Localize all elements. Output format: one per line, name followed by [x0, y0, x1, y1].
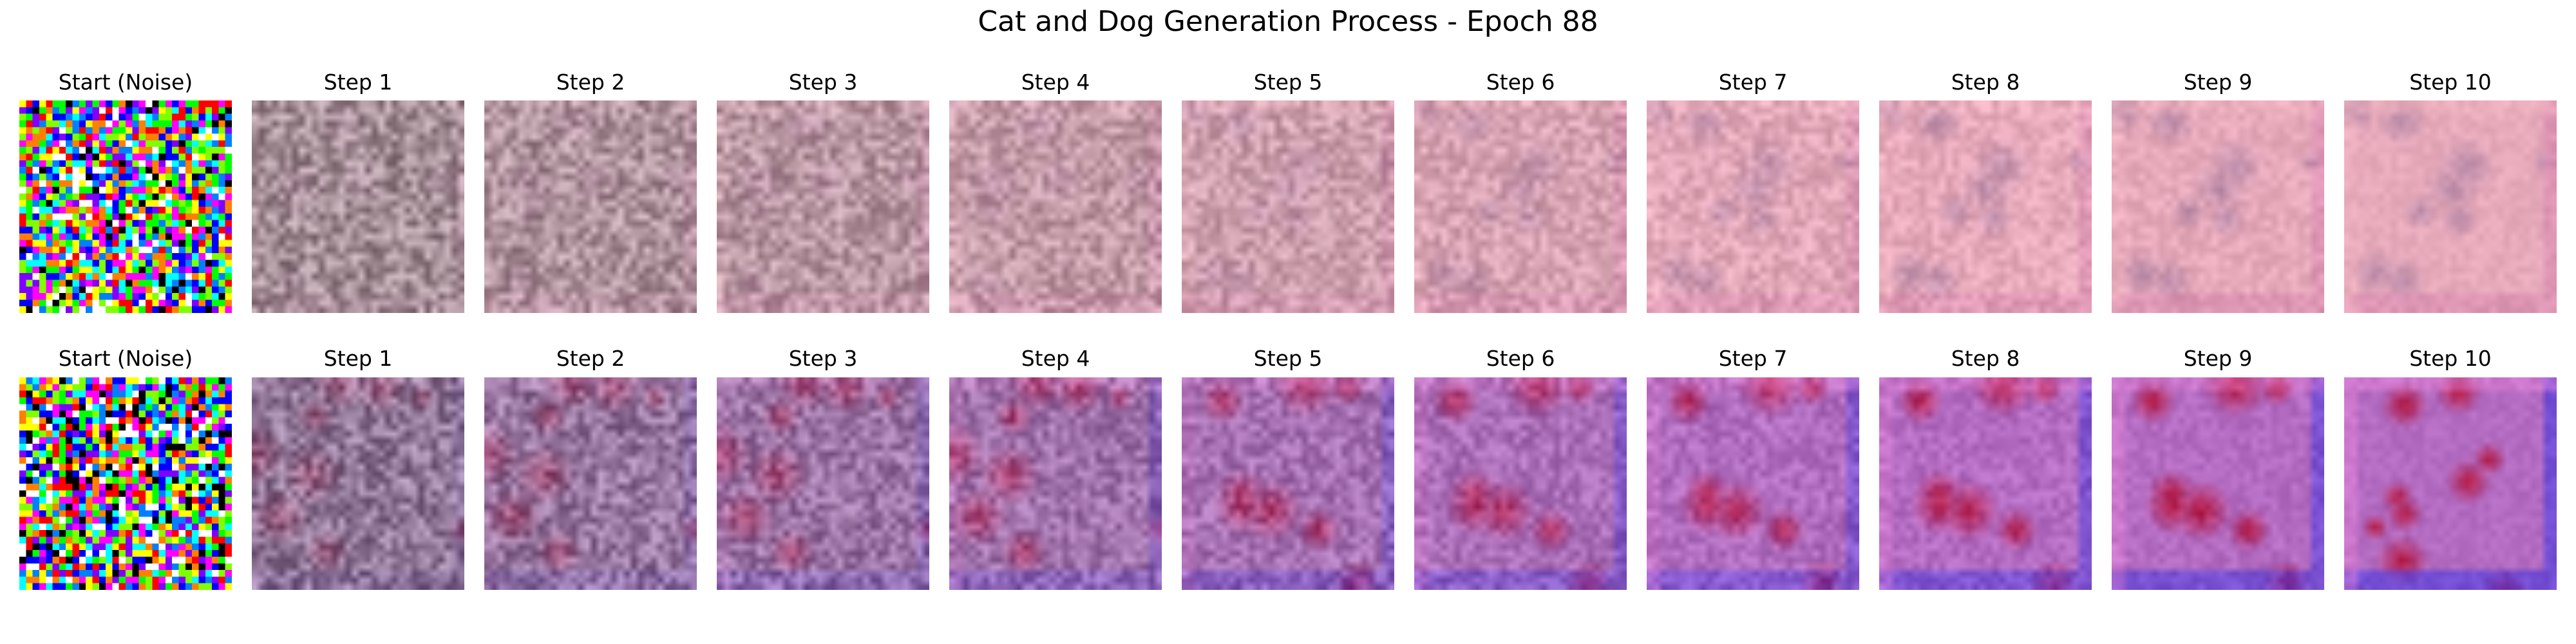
- generated-image: [252, 100, 464, 313]
- step-label: Step 10: [2409, 346, 2492, 371]
- step-label: Step 6: [1486, 346, 1555, 371]
- step-label: Step 2: [556, 346, 625, 371]
- generated-image: [1414, 377, 1627, 590]
- step-label: Start (Noise): [58, 346, 193, 371]
- step-label: Step 8: [1951, 346, 2020, 371]
- step-label: Step 5: [1253, 70, 1323, 95]
- step-label: Step 4: [1021, 70, 1090, 95]
- generated-image: [252, 377, 464, 590]
- step-label: Step 10: [2409, 70, 2492, 95]
- step-label: Step 4: [1021, 346, 1090, 371]
- generated-image: [717, 377, 929, 590]
- generated-image: [1647, 100, 1859, 313]
- step-label: Step 3: [788, 346, 858, 371]
- generated-image: [2112, 377, 2324, 590]
- step-label: Step 7: [1718, 70, 1788, 95]
- generated-image: [484, 100, 697, 313]
- generated-image: [2344, 100, 2557, 313]
- generated-image: [949, 100, 1162, 313]
- generated-image: [1647, 377, 1859, 590]
- generated-image: [484, 377, 697, 590]
- step-label: Step 7: [1718, 346, 1788, 371]
- noise-image: [19, 100, 232, 313]
- step-label: Step 8: [1951, 70, 2020, 95]
- generated-image: [949, 377, 1162, 590]
- figure-title: Cat and Dog Generation Process - Epoch 8…: [978, 5, 1598, 38]
- generated-image: [1182, 100, 1394, 313]
- step-label: Step 2: [556, 70, 625, 95]
- generated-image: [2112, 100, 2324, 313]
- generated-image: [1414, 100, 1627, 313]
- step-label: Step 9: [2183, 346, 2253, 371]
- generated-image: [1182, 377, 1394, 590]
- noise-image: [19, 377, 232, 590]
- step-label: Step 6: [1486, 70, 1555, 95]
- step-label: Step 9: [2183, 70, 2253, 95]
- generated-image: [2344, 377, 2557, 590]
- step-label: Step 1: [323, 346, 393, 371]
- step-label: Start (Noise): [58, 70, 193, 95]
- step-label: Step 1: [323, 70, 393, 95]
- generated-image: [1879, 377, 2092, 590]
- step-label: Step 5: [1253, 346, 1323, 371]
- generated-image: [1879, 100, 2092, 313]
- step-label: Step 3: [788, 70, 858, 95]
- generated-image: [717, 100, 929, 313]
